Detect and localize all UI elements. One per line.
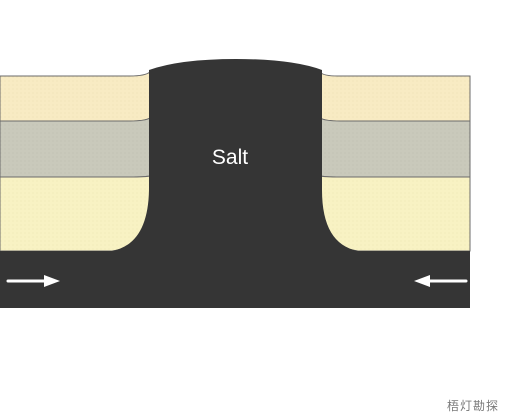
arrow-left-icon bbox=[414, 275, 468, 287]
right-strata bbox=[319, 70, 471, 252]
arrow-right-icon bbox=[6, 275, 60, 287]
salt-label: Salt bbox=[212, 146, 248, 169]
watermark: 梧灯勘探 bbox=[446, 399, 499, 413]
right-middle-sediment-layer bbox=[319, 117, 471, 178]
left-top-sediment-layer bbox=[0, 70, 151, 122]
left-strata bbox=[0, 70, 151, 252]
left-middle-sediment-layer bbox=[0, 117, 151, 178]
salt-body bbox=[0, 59, 470, 308]
left-bottom-sediment-layer bbox=[0, 175, 151, 252]
right-bottom-sediment-layer bbox=[319, 175, 471, 252]
right-top-sediment-layer bbox=[319, 70, 471, 122]
